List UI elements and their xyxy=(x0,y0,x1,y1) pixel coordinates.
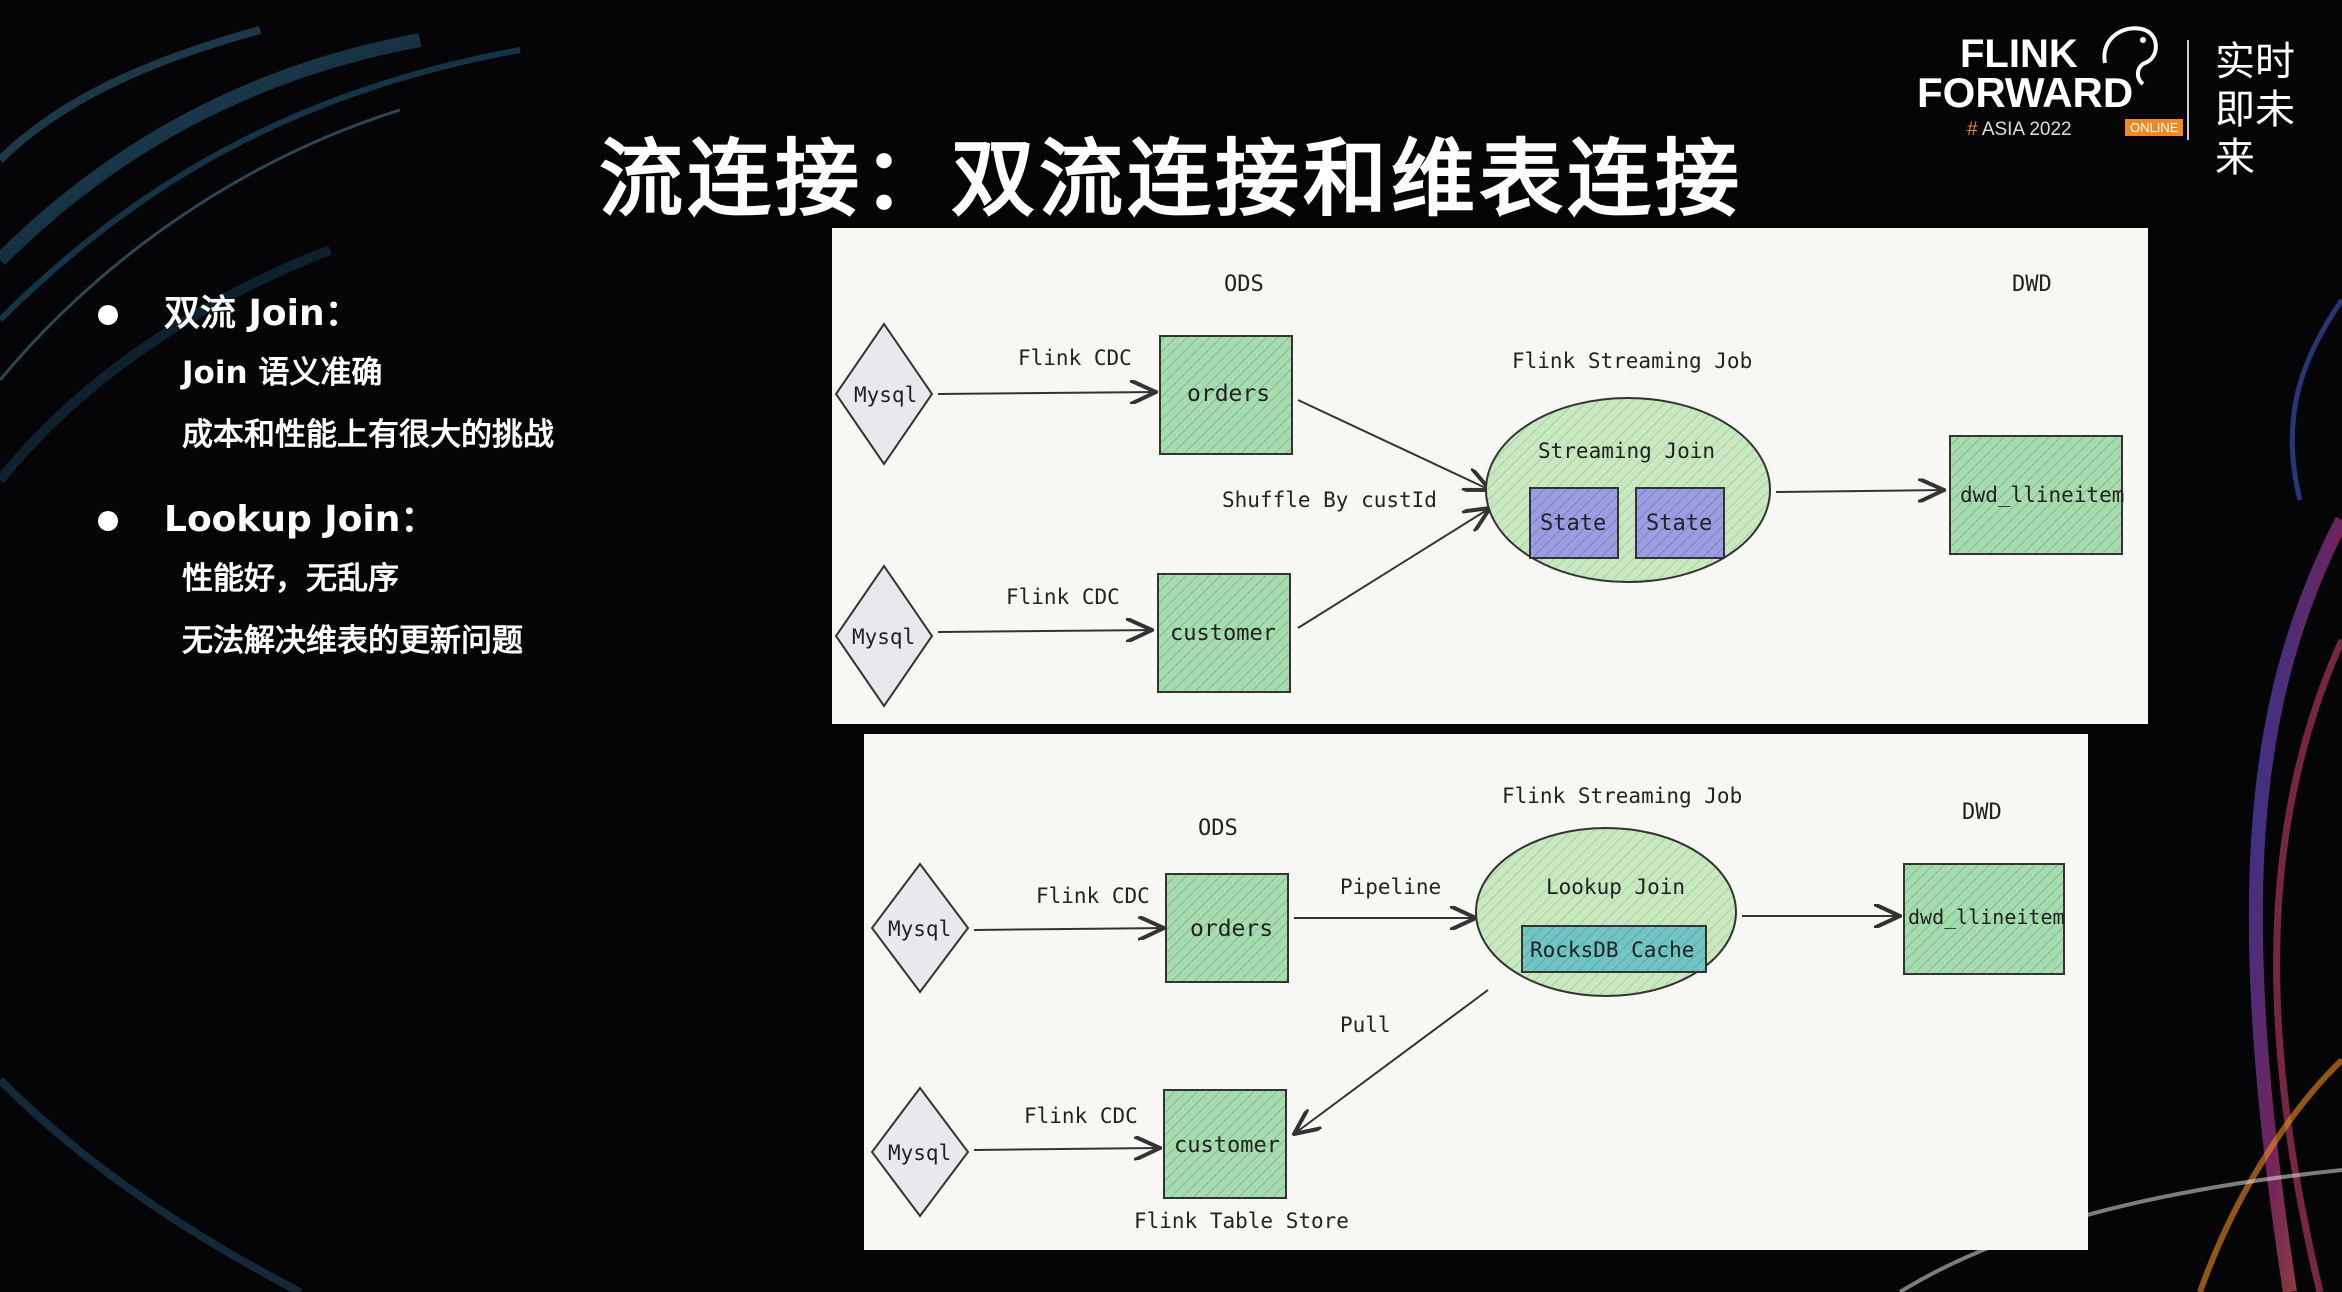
cdc-arrow xyxy=(973,1148,1160,1150)
customer-label: customer xyxy=(1170,621,1276,646)
orders-label: orders xyxy=(1190,916,1273,942)
join-label: Lookup Join xyxy=(1546,875,1685,899)
state-label: State xyxy=(1646,511,1712,536)
store-label: Flink Table Store xyxy=(1134,1209,1349,1233)
shuffle-arrow xyxy=(1297,508,1490,629)
bullet-list: 双流 Join： Join 语义准确 成本和性能上有很大的挑战 Lookup J… xyxy=(98,286,798,672)
cdc-label: Flink CDC xyxy=(1036,884,1150,908)
logo-event: # ASIA 2022 xyxy=(1967,119,2072,141)
cdc-arrow xyxy=(937,392,1156,394)
dwd-label: DWD xyxy=(1962,800,2002,825)
mysql-source-top xyxy=(834,322,934,466)
state-box xyxy=(1529,487,1619,559)
logo-slogan: 实时即未来 xyxy=(2215,39,2295,181)
flink-forward-logo: FLINK FORWARD # ASIA 2022 ONLINE 实时即未来 xyxy=(1905,18,2325,181)
output-label: dwd_llineitem xyxy=(1908,905,2065,929)
bullet-dot xyxy=(98,305,118,325)
bullet-sub-item: Join 语义准确 xyxy=(182,355,383,391)
cdc-arrow xyxy=(937,630,1152,632)
logo-forward: FORWARD xyxy=(1917,69,2134,116)
cdc-label: Flink CDC xyxy=(1024,1104,1138,1128)
logo-divider xyxy=(2187,40,2189,140)
dwd-output-table xyxy=(1903,863,2065,975)
orders-label: orders xyxy=(1187,381,1270,407)
ods-label: ODS xyxy=(1224,272,1264,297)
job-label: Flink Streaming Job xyxy=(1512,349,1752,373)
orders-table xyxy=(1159,335,1293,455)
streaming-join-node xyxy=(1485,397,1771,583)
shuffle-arrow xyxy=(1297,399,1490,490)
logo-event-name: ASIA 2022 xyxy=(1981,119,2072,140)
pipeline-label: Pipeline xyxy=(1340,875,1441,899)
cache-label: RocksDB Cache xyxy=(1530,938,1694,962)
mysql-source-bottom xyxy=(870,1086,970,1218)
mysql-source-top xyxy=(870,862,970,994)
join-label: Streaming Join xyxy=(1538,439,1715,463)
logo-online-badge: ONLINE xyxy=(2125,119,2184,136)
dwd-label: DWD xyxy=(2012,272,2052,297)
lookup-join-diagram: ODS DWD Flink Streaming Job Mysql Mysql … xyxy=(864,734,2088,1250)
mysql-label: Mysql xyxy=(852,625,915,649)
output-label: dwd_llineitem xyxy=(1960,483,2124,507)
state-box xyxy=(1635,487,1725,559)
cdc-label: Flink CDC xyxy=(1006,585,1120,609)
job-label: Flink Streaming Job xyxy=(1502,784,1742,808)
bullet-item: 双流 Join： xyxy=(98,286,798,342)
mysql-label: Mysql xyxy=(888,917,951,941)
orders-table xyxy=(1165,873,1289,983)
rocksdb-cache-box xyxy=(1521,925,1707,973)
pull-label: Pull xyxy=(1340,1013,1391,1037)
output-arrow xyxy=(1775,490,1944,492)
bullet-sub-item: 成本和性能上有很大的挑战 xyxy=(182,417,554,453)
shuffle-label: Shuffle By custId xyxy=(1222,488,1437,512)
bullet-item: Lookup Join： xyxy=(98,492,798,548)
customer-table xyxy=(1163,1089,1287,1199)
ods-label: ODS xyxy=(1198,816,1238,841)
bullet-label: 双流 Join： xyxy=(164,293,361,334)
bullet-sub-item: 无法解决维表的更新问题 xyxy=(182,623,523,659)
dwd-output-table xyxy=(1949,435,2123,555)
dual-stream-join-diagram: ODS DWD Flink Streaming Job Mysql Mysql … xyxy=(832,228,2148,724)
bullet-label: Lookup Join： xyxy=(164,499,437,540)
bullet-dot xyxy=(98,511,118,531)
customer-table xyxy=(1157,573,1291,693)
state-label: State xyxy=(1540,511,1606,536)
squirrel-icon xyxy=(2102,26,2158,86)
bullet-sub-item: 性能好，无乱序 xyxy=(182,561,399,597)
mysql-source-bottom xyxy=(834,564,934,708)
customer-label: customer xyxy=(1174,1133,1280,1158)
slide-title: 流连接：双流连接和维表连接 xyxy=(598,130,1743,228)
cdc-arrow xyxy=(973,928,1164,930)
logo-flink: FLINK xyxy=(1960,32,2078,76)
logo-hash: # xyxy=(1967,119,1978,140)
mysql-label: Mysql xyxy=(854,383,917,407)
mysql-label: Mysql xyxy=(888,1141,951,1165)
pull-arrow xyxy=(1294,989,1489,1134)
cdc-label: Flink CDC xyxy=(1018,346,1132,370)
